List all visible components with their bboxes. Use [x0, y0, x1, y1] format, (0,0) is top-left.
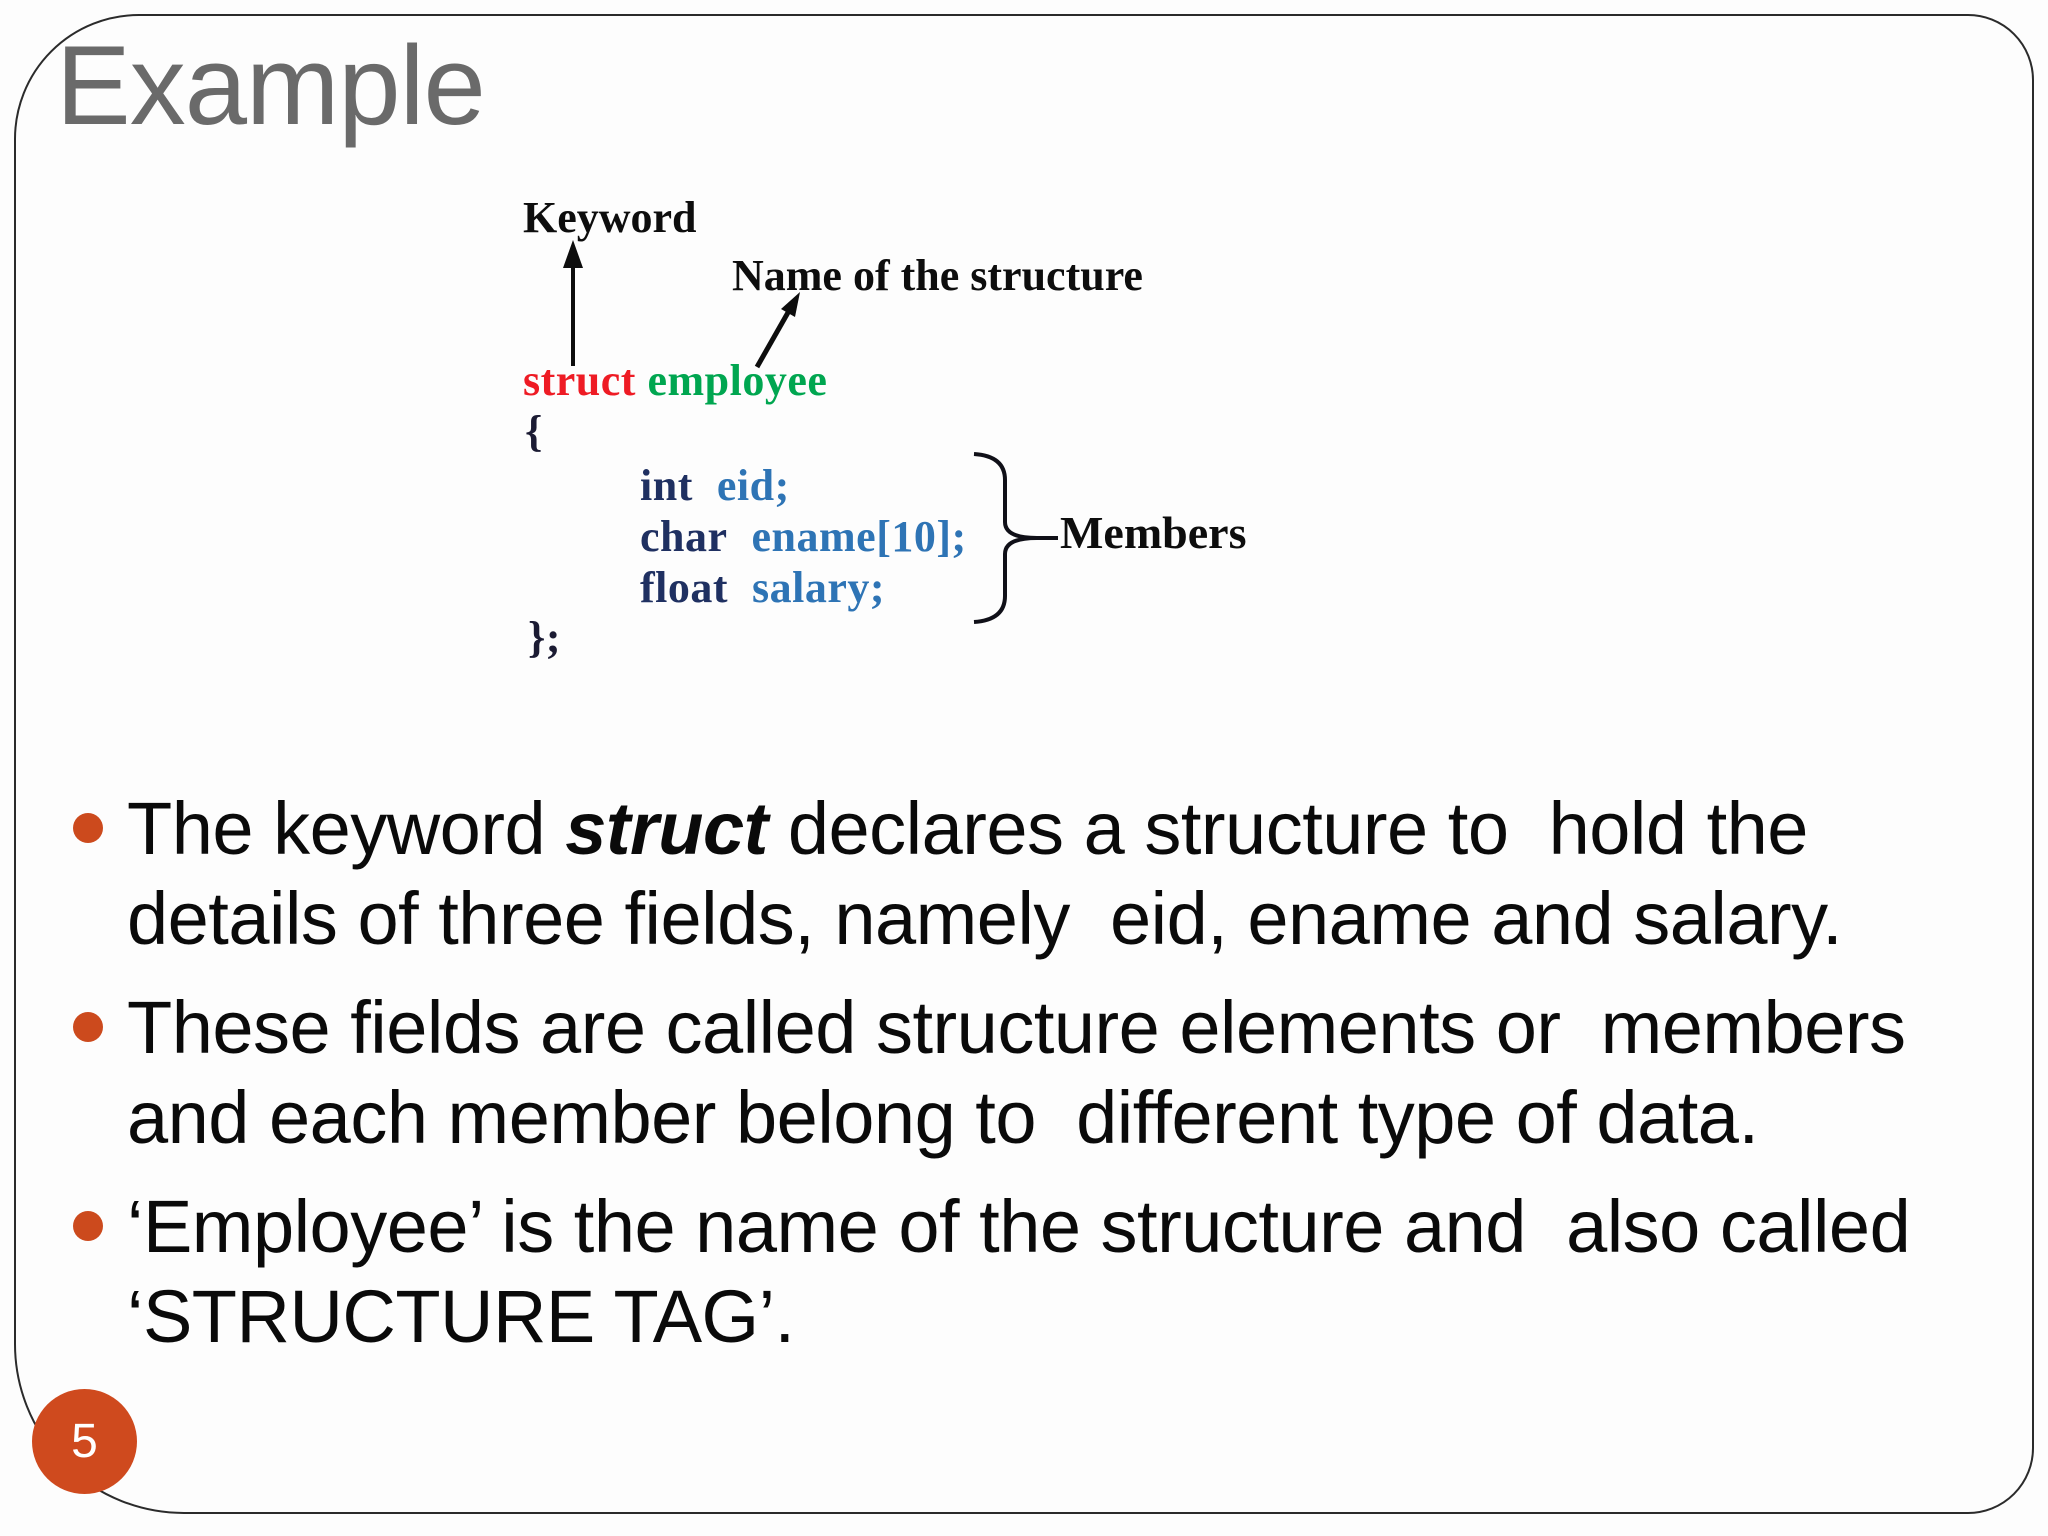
members-label: Members: [1060, 507, 1247, 558]
code-struct-keyword: struct: [523, 356, 636, 405]
struct-declaration-diagram: Keyword Name of the structure struct emp…: [0, 0, 2048, 760]
member-type: char: [640, 512, 728, 561]
code-open-brace: {: [525, 407, 543, 456]
bullet-text: These fields are called structure elemen…: [127, 986, 1906, 1159]
page-number-badge: 5: [32, 1389, 137, 1494]
code-close-brace: };: [528, 613, 561, 662]
code-member-row: int eid;: [640, 464, 790, 508]
member-type: int: [640, 461, 693, 510]
member-declaration: eid;: [716, 461, 790, 510]
member-declaration: salary;: [752, 563, 886, 612]
member-type: float: [640, 563, 729, 612]
code-struct-line: struct employee: [523, 359, 827, 403]
bullet-text-segment: declares a structure to hold the details…: [127, 787, 1843, 960]
bullet-text: The keyword struct declares a structure …: [127, 784, 2007, 964]
bullet-text-emphasis: struct: [565, 787, 768, 870]
members-brace-icon: [973, 452, 1058, 624]
code-member-row: float salary;: [640, 566, 885, 610]
member-declaration: ename[10];: [751, 512, 967, 561]
slide-border-frame: [14, 14, 2034, 1514]
bullet-dot-icon: [73, 1012, 103, 1042]
bullet-dot-icon: [73, 813, 103, 843]
bullet-item: These fields are called structure elemen…: [0, 983, 2048, 1163]
bullet-text-segment: The keyword: [127, 787, 566, 870]
diagonal-arrow-icon: [754, 292, 800, 369]
structure-name-label: Name of the structure: [732, 251, 1143, 300]
page-number: 5: [71, 1415, 98, 1468]
code-structure-name: employee: [647, 356, 828, 405]
bullet-text: ‘Employee’ is the name of the structure …: [127, 1185, 1911, 1358]
code-member-row: char ename[10];: [640, 515, 967, 559]
up-arrow-icon: [563, 240, 583, 366]
bullet-item: The keyword struct declares a structure …: [0, 784, 2048, 964]
bullet-list: The keyword struct declares a structure …: [0, 784, 2048, 1381]
bullet-item: ‘Employee’ is the name of the structure …: [0, 1182, 2048, 1362]
slide-title: Example: [56, 23, 486, 148]
bullet-dot-icon: [73, 1211, 103, 1241]
keyword-label: Keyword: [523, 193, 697, 242]
